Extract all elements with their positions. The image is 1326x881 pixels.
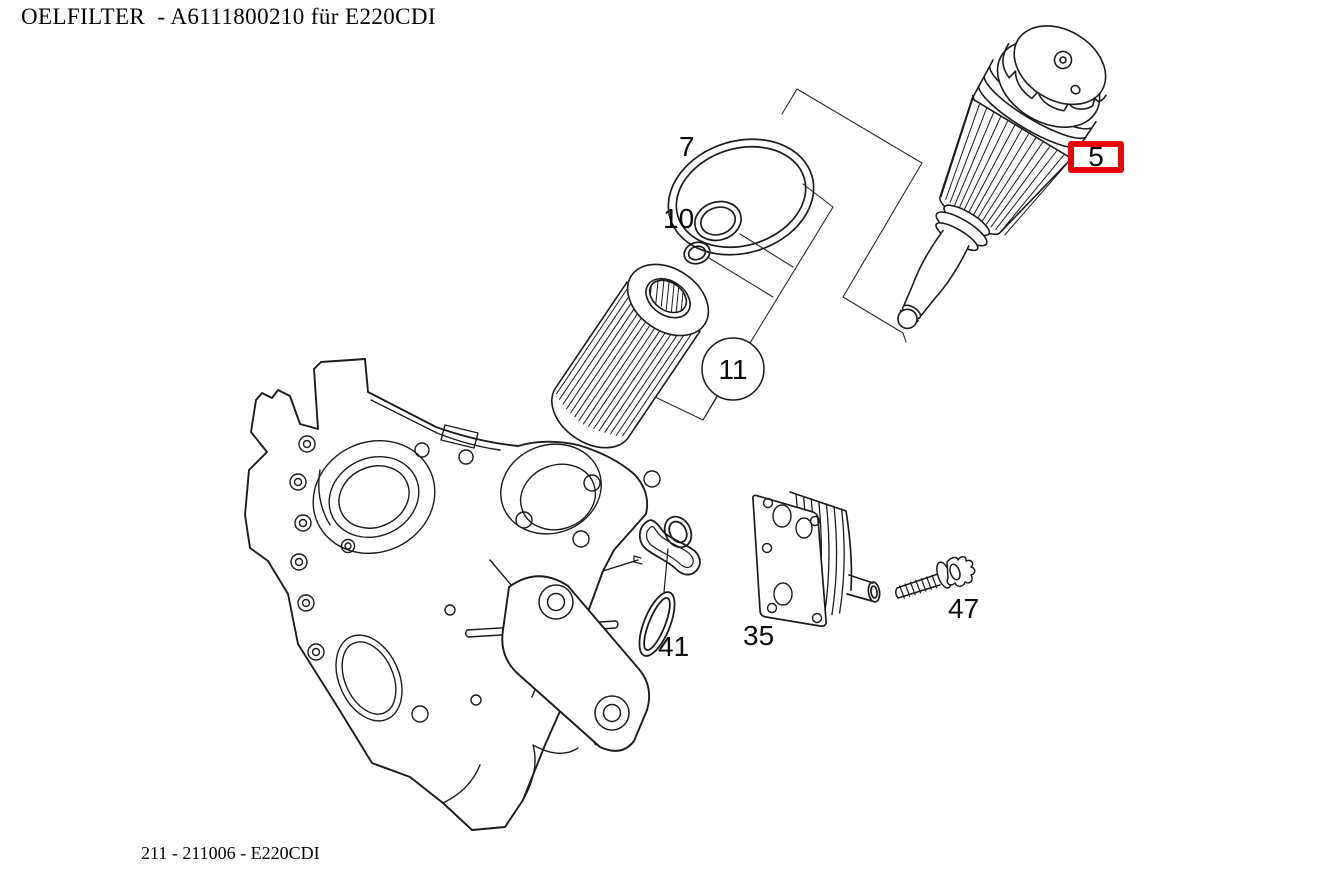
catalog-footer-reference: 211 - 211006 - E220CDI: [141, 843, 320, 863]
filter-bore-hatch: [649, 273, 688, 320]
part-label-41[interactable]: 41: [658, 631, 689, 662]
oil-cooler-drawing: [752, 491, 881, 627]
o-ring-small-drawing: [694, 200, 742, 242]
part-callout-11[interactable]: 11: [701, 337, 765, 401]
bolt-holes: [289, 435, 661, 723]
part-label-7[interactable]: 7: [679, 131, 695, 162]
filter-pleats: [556, 288, 694, 437]
part-label-11[interactable]: 11: [718, 354, 747, 385]
page-title: OELFILTER - A6111800210 für E220CDI: [21, 4, 436, 29]
assembly-frame-lines: [652, 88, 923, 421]
engine-bracket-arm: [501, 575, 651, 752]
oil-filter-cap-drawing: [897, 25, 1107, 330]
o-ring-large-drawing: [667, 138, 815, 256]
engine-case-outline: [244, 358, 649, 831]
screw-drawing: [894, 556, 976, 599]
part-callout-5-highlighted[interactable]: 5: [1068, 141, 1124, 173]
oil-filter-bore: [500, 443, 602, 535]
crankshaft-opening: [328, 455, 420, 539]
cap-knurl-stripes: [940, 99, 1072, 236]
gasket-drawing: [633, 515, 701, 657]
callouts: 7 10 41 35 47 11 5: [658, 131, 1124, 662]
part-label-47[interactable]: 47: [948, 593, 979, 624]
screw-threads: [899, 574, 938, 599]
part-label-10[interactable]: 10: [663, 203, 694, 234]
o-ring-tiny-drawing: [683, 241, 711, 265]
engine-timing-case-drawing: [244, 358, 661, 831]
part-label-5[interactable]: 5: [1088, 141, 1104, 172]
cooler-plate-holes: [761, 497, 823, 624]
part-label-35[interactable]: 35: [743, 620, 774, 651]
filter-element-drawing: [551, 263, 710, 449]
highlight-red-box[interactable]: [1068, 141, 1124, 173]
